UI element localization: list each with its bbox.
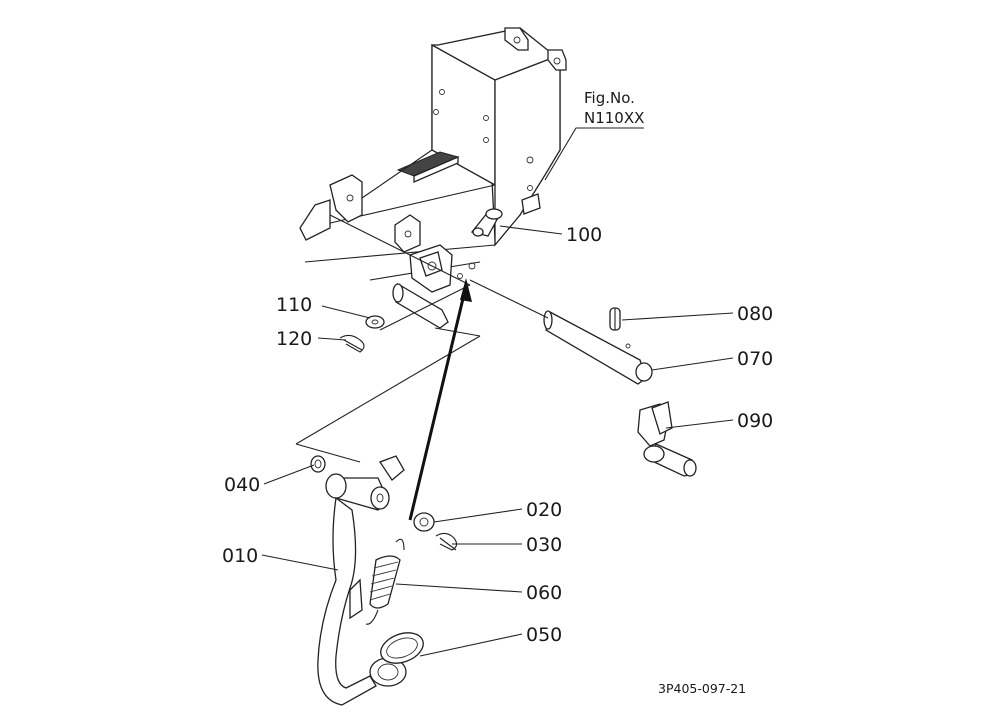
part-090-yoke	[637, 401, 697, 477]
part-070-shaft	[469, 279, 653, 385]
label-030: 030	[526, 534, 562, 556]
part-110-washer	[365, 315, 385, 329]
part-060-spring	[365, 538, 405, 625]
part-100-pin	[470, 208, 503, 237]
label-020: 020	[526, 499, 562, 521]
label-040: 040	[224, 474, 260, 496]
label-080: 080	[737, 303, 773, 325]
frame-bracket	[299, 27, 567, 331]
part-labels: 100 110 120 080 070 090 040 020 030 010 …	[222, 224, 773, 646]
part-050-pad-cover	[380, 632, 424, 664]
assembly-arrow	[408, 278, 472, 521]
fig-no-label: Fig.No.	[584, 89, 635, 107]
label-100: 100	[566, 224, 602, 246]
part-030-cotter-pin	[435, 532, 458, 551]
part-080-roll-pin	[609, 307, 621, 331]
label-110: 110	[276, 294, 312, 316]
part-020-washer	[413, 512, 435, 532]
part-120-cotter-pin	[339, 334, 365, 353]
figure-code: 3P405-097-21	[658, 681, 746, 696]
label-010: 010	[222, 545, 258, 567]
label-060: 060	[526, 582, 562, 604]
label-090: 090	[737, 410, 773, 432]
part-040-snap-ring	[310, 455, 326, 473]
fig-no-value: N110XX	[584, 109, 644, 127]
label-070: 070	[737, 348, 773, 370]
leader-lines	[261, 127, 734, 657]
part-010-pedal-arm	[317, 455, 407, 706]
label-050: 050	[526, 624, 562, 646]
label-120: 120	[276, 328, 312, 350]
